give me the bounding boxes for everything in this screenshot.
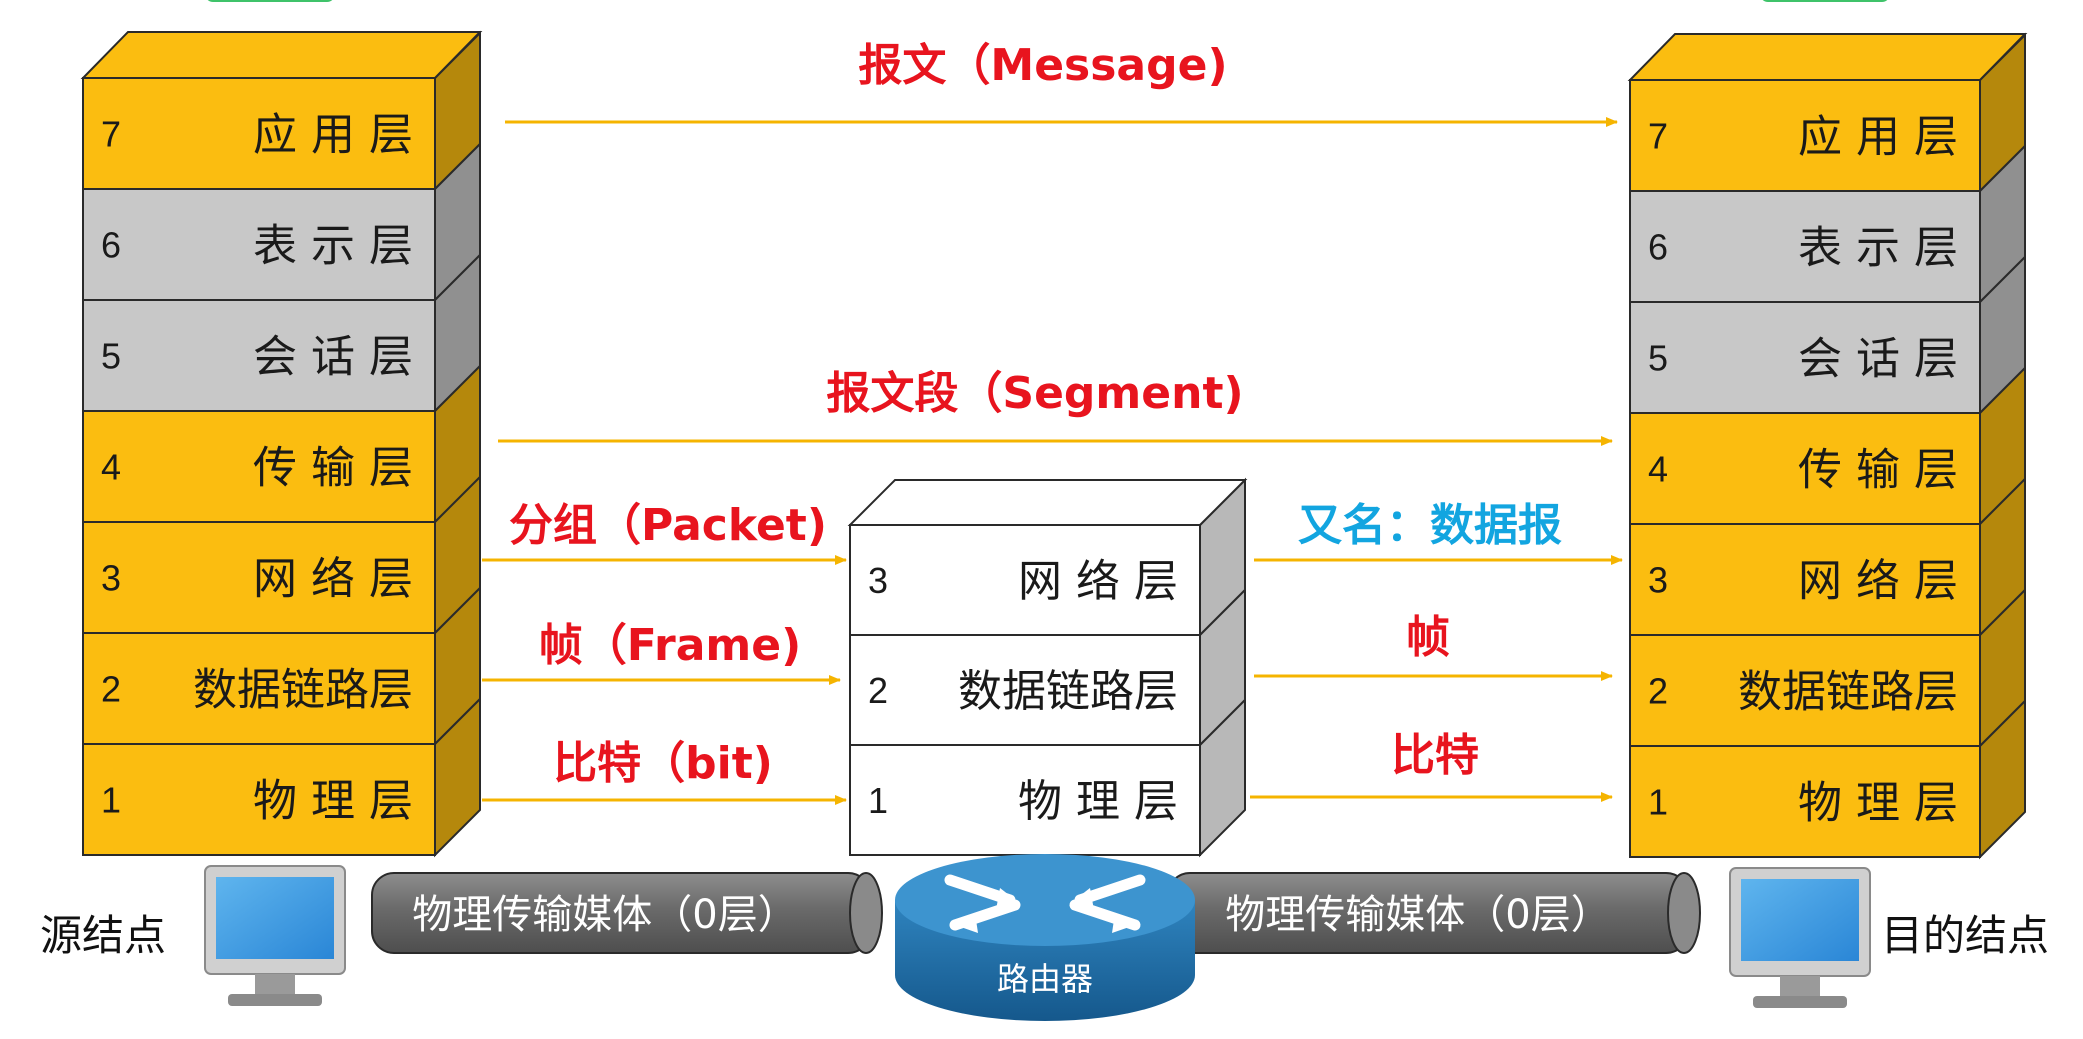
destination-layer-1-face <box>1629 745 1981 858</box>
source-layer-1-face <box>82 743 436 856</box>
source-layer-4: 4 传 输 层 <box>82 363 481 525</box>
transmission-medium-left: 物理传输媒体（0层） <box>371 872 883 954</box>
unit-packet-label: 分组（Packet) <box>509 500 827 551</box>
computer-icon-destination <box>1729 867 1871 1008</box>
router-layer-name: 物 理 层 <box>1018 776 1178 827</box>
destination-layer-number: 2 <box>1648 671 1668 712</box>
arrows <box>482 117 1623 805</box>
destination-osi-stack: 7 应 用 层 6 表 示 层 5 会 话 层 4 传 输 层 3 网 络 层 2 数据链路层 1 物 理… <box>1627 32 2028 860</box>
router-layer-3-face <box>849 524 1201 636</box>
source-layer-3-face <box>82 521 436 634</box>
source-layer-name: 会 话 层 <box>253 332 413 383</box>
medium-left-label: 物理传输媒体（0层） <box>412 892 797 938</box>
destination-layer-2: 2 数据链路层 <box>1629 587 2026 749</box>
destination-layer-2-face <box>1629 634 1981 747</box>
source-osi-stack: 7 应 用 层 6 表 示 层 5 会 话 层 4 传 输 层 3 网 络 层 2 数据链路层 1 物 理… <box>80 30 483 858</box>
source-layer-name: 物 理 层 <box>253 776 413 827</box>
source-layer-6-face <box>82 188 436 301</box>
source-layer-number: 2 <box>101 669 121 710</box>
unit-message-label: 报文（Message) <box>858 40 1227 91</box>
destination-layer-number: 3 <box>1648 560 1668 601</box>
router-layer-name: 数据链路层 <box>958 666 1178 717</box>
destination-layer-name: 物 理 层 <box>1798 778 1958 829</box>
destination-layer-3: 3 网 络 层 <box>1629 476 2026 638</box>
source-layer-7-face <box>82 77 436 190</box>
source-layer-3: 3 网 络 层 <box>82 474 481 636</box>
unit-bit-right-label: 比特 <box>1391 730 1479 781</box>
destination-node-label: 目的结点 <box>1881 911 2049 960</box>
destination-layer-name: 网 络 层 <box>1798 556 1958 607</box>
transmission-medium-right: 物理传输媒体（0层） <box>1167 872 1701 954</box>
source-layer-4-face <box>82 410 436 523</box>
source-node-label: 源结点 <box>40 911 166 960</box>
router-layer-3: 3 网 络 层 <box>849 477 1246 638</box>
source-layer-number: 4 <box>101 447 121 488</box>
unit-segment-label: 报文段（Segment) <box>826 368 1243 419</box>
source-layer-2: 2 数据链路层 <box>82 585 481 747</box>
router-layer-2: 2 数据链路层 <box>849 587 1246 748</box>
unit-bit-label: 比特（bit) <box>553 738 773 789</box>
destination-layer-1: 1 物 理 层 <box>1629 698 2026 860</box>
destination-layer-number: 7 <box>1648 116 1668 157</box>
source-layer-number: 1 <box>101 780 121 821</box>
unit-frame-right-label: 帧 <box>1406 612 1450 663</box>
top-tab-right <box>1762 0 1888 2</box>
top-tab-left <box>207 0 333 2</box>
destination-layer-number: 4 <box>1648 449 1668 490</box>
source-layer-number: 7 <box>101 114 121 155</box>
destination-layer-number: 1 <box>1648 782 1668 823</box>
source-layer-name: 应 用 层 <box>253 110 413 161</box>
router-layer-number: 3 <box>868 560 888 601</box>
source-layer-name: 传 输 层 <box>253 443 413 494</box>
source-layer-number: 6 <box>101 225 121 266</box>
destination-layer-7-face <box>1629 79 1981 192</box>
destination-layer-6-face <box>1629 190 1981 303</box>
source-layer-1: 1 物 理 层 <box>82 696 481 858</box>
source-layer-2-face <box>82 632 436 745</box>
source-layer-7: 7 应 用 层 <box>82 30 481 192</box>
source-layer-5: 5 会 话 层 <box>82 252 481 414</box>
destination-layer-name: 数据链路层 <box>1738 667 1958 718</box>
router-stack-top <box>847 479 1248 526</box>
destination-layer-5: 5 会 话 层 <box>1629 254 2026 416</box>
unit-datagram-label: 又名：数据报 <box>1298 500 1562 551</box>
router-layer-number: 1 <box>868 780 888 821</box>
computer-icon-source <box>204 865 346 1006</box>
destination-layer-3-face <box>1629 523 1981 636</box>
source-stack-top <box>80 31 483 79</box>
destination-stack-top <box>1627 33 2028 81</box>
destination-layer-name: 传 输 层 <box>1798 445 1958 496</box>
destination-layer-number: 6 <box>1648 227 1668 268</box>
destination-layer-name: 应 用 层 <box>1798 112 1958 163</box>
destination-layer-6: 6 表 示 层 <box>1629 143 2026 305</box>
destination-layer-name: 会 话 层 <box>1798 334 1958 385</box>
router-layer-1: 1 物 理 层 <box>849 697 1246 858</box>
router-layer-name: 网 络 层 <box>1018 556 1178 607</box>
router-osi-stack: 3 网 络 层 2 数据链路层 1 物 理 层 <box>847 477 1248 858</box>
source-layer-name: 数据链路层 <box>193 665 413 716</box>
medium-right-label: 物理传输媒体（0层） <box>1225 892 1610 938</box>
source-layer-number: 3 <box>101 558 121 599</box>
source-layer-number: 5 <box>101 336 121 377</box>
router-layer-2-face <box>849 634 1201 746</box>
destination-layer-number: 5 <box>1648 338 1668 379</box>
source-layer-name: 网 络 层 <box>253 554 413 605</box>
source-layer-name: 表 示 层 <box>253 221 413 272</box>
router-layer-1-face <box>849 744 1201 856</box>
router-label: 路由器 <box>997 960 1093 998</box>
router-icon: 路由器 <box>895 854 1195 1021</box>
destination-layer-name: 表 示 层 <box>1798 223 1958 274</box>
router-layer-number: 2 <box>868 670 888 711</box>
unit-frame-label: 帧（Frame) <box>539 620 801 671</box>
